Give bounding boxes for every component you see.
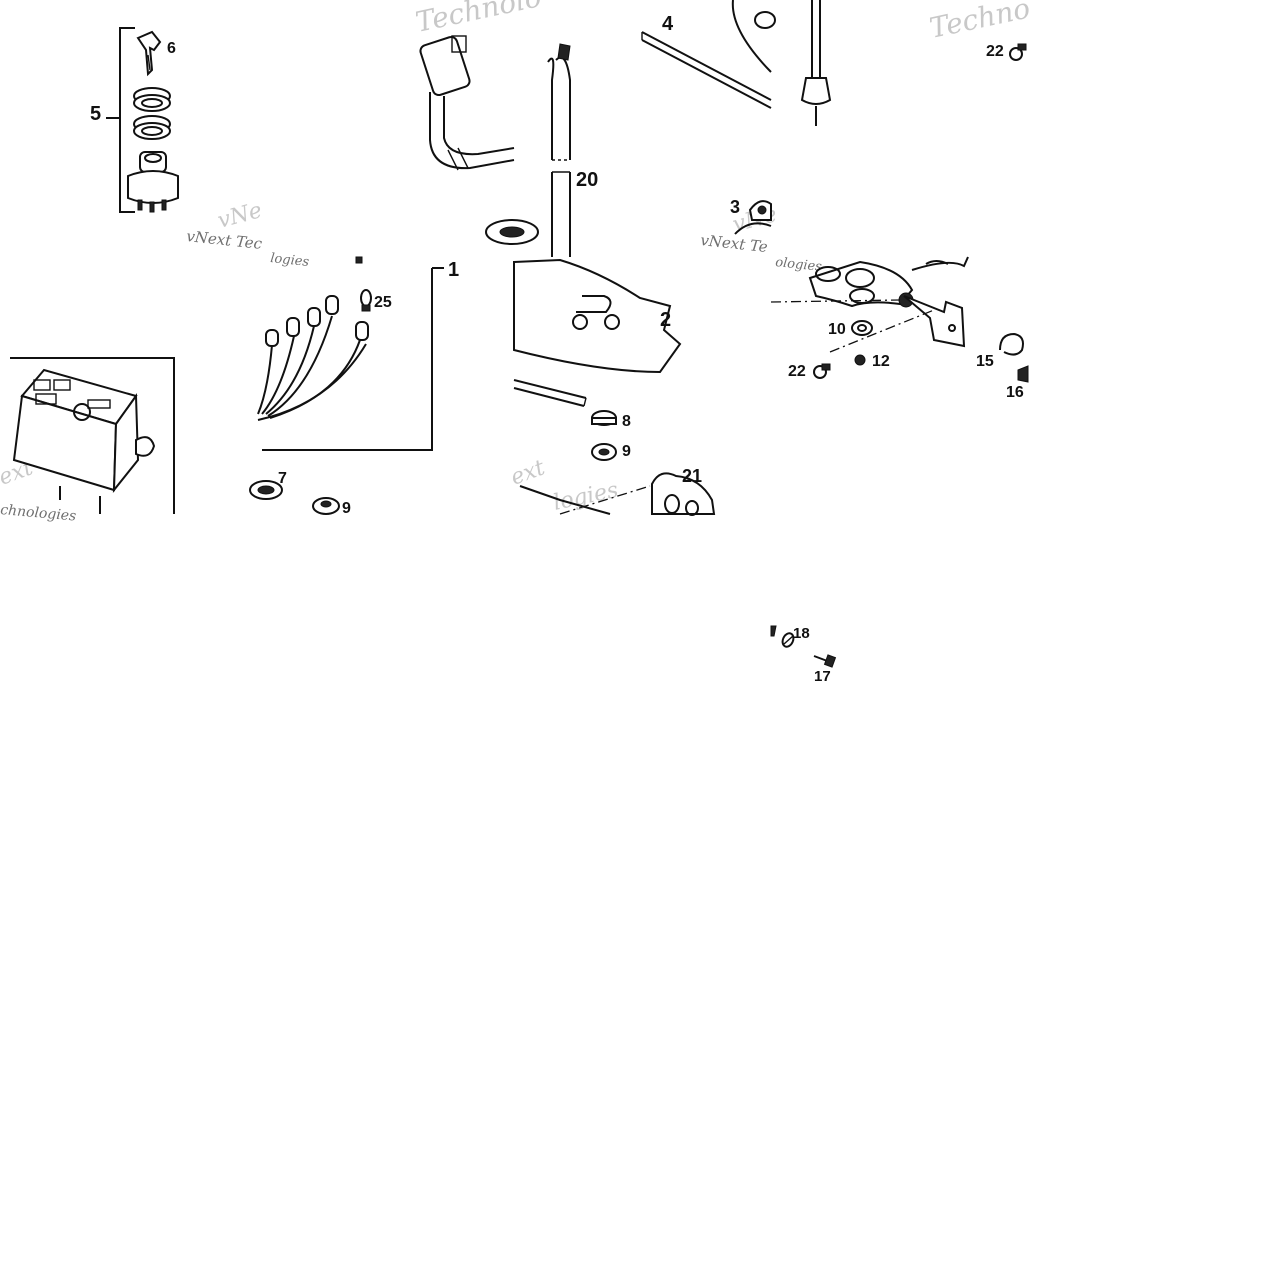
watermark-text: chnologies xyxy=(0,502,77,525)
clip-15-icon xyxy=(999,332,1024,356)
callout-8: 8 xyxy=(622,413,631,430)
callout-3: 3 xyxy=(730,197,740,217)
watermark-text: logies xyxy=(270,251,311,270)
callout-6: 6 xyxy=(167,40,176,57)
cable-connector-icon xyxy=(419,35,515,171)
watermark-text: vNe xyxy=(215,198,265,234)
watermark-text: ologies xyxy=(775,255,823,275)
switch-nut-icon xyxy=(133,87,171,112)
wiring-harness-icon xyxy=(257,256,444,451)
grommet-7-icon xyxy=(249,480,283,500)
callout-17: 17 xyxy=(814,668,831,685)
ignition-key-icon xyxy=(136,30,162,77)
clip-3-icon xyxy=(734,200,772,235)
callout-16: 16 xyxy=(1006,384,1024,401)
speedometer-cable-icon xyxy=(547,43,571,257)
watermark-text: Techno xyxy=(927,0,1033,45)
callout-15: 15 xyxy=(976,353,994,370)
ignition-switch-body-icon xyxy=(127,151,179,213)
callout-9: 9 xyxy=(622,443,631,460)
callout-22: 22 xyxy=(788,363,806,380)
gasket-21-icon xyxy=(651,472,716,516)
gasket-corner-icon xyxy=(731,0,776,73)
callout-22: 22 xyxy=(986,43,1004,60)
callout-21: 21 xyxy=(682,466,702,486)
grommet-8-icon xyxy=(591,410,617,426)
leader-line xyxy=(559,485,651,515)
watermark-text: vNext Te xyxy=(700,231,769,256)
bulb-socket-icon xyxy=(265,295,369,347)
screw-17-icon xyxy=(813,654,837,668)
callout-9: 9 xyxy=(342,500,351,517)
gasket-bracket-assembly-icon xyxy=(770,256,969,353)
switch-washer-icon xyxy=(133,115,171,140)
fastener-fragment-icon xyxy=(770,625,795,648)
callout-12: 12 xyxy=(872,353,890,370)
watermark-text: ext xyxy=(508,455,549,490)
grommet-9b-icon xyxy=(591,443,617,461)
callout-20: 20 xyxy=(576,169,598,191)
screw-22-icon xyxy=(1009,43,1027,61)
watermark-text: Technolo xyxy=(413,0,545,39)
strip-edge xyxy=(519,485,611,515)
group-bracket xyxy=(119,27,135,213)
washer-10-icon xyxy=(851,320,873,336)
callout-7: 7 xyxy=(278,470,287,487)
bulb-25-icon xyxy=(360,289,372,312)
grommet-edge-icon xyxy=(485,219,539,245)
trim-strip-icon xyxy=(641,31,772,109)
grommet-9-icon xyxy=(312,497,340,515)
nut-12-icon xyxy=(854,354,866,366)
callout-2: 2 xyxy=(660,309,671,331)
ignition-switch-assembly xyxy=(106,27,179,213)
watermark-text: logies xyxy=(551,478,620,516)
callout-5: 5 xyxy=(90,103,101,125)
callout-1: 1 xyxy=(448,259,459,281)
callout-4: 4 xyxy=(662,13,674,35)
nut-16-icon xyxy=(1017,365,1029,383)
instrument-panel-icon xyxy=(10,357,175,514)
callout-10: 10 xyxy=(828,321,846,338)
antenna-rod-icon xyxy=(800,0,832,126)
callout-25: 25 xyxy=(374,294,392,311)
mounting-plate-2-icon xyxy=(513,258,682,407)
screw-22b-icon xyxy=(813,363,831,379)
callout-18: 18 xyxy=(793,625,810,642)
